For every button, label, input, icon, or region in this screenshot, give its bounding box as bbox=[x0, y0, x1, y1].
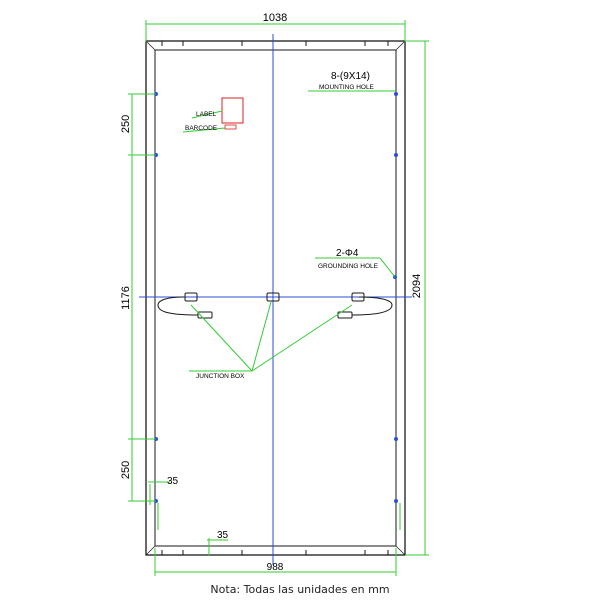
centerlines bbox=[139, 34, 412, 565]
junction-box-text: JUNCTION BOX bbox=[196, 373, 245, 380]
frame-ticks bbox=[161, 41, 389, 555]
mounting-hole-spec: 8-(9X14) bbox=[331, 71, 370, 82]
grounding-hole-label: GROUNDING HOLE bbox=[318, 263, 379, 270]
dim-edge-offset-bottom: 35 bbox=[217, 530, 229, 541]
grounding-hole-spec: 2-Φ4 bbox=[336, 248, 359, 259]
dim-bottom-width: 988 bbox=[267, 562, 284, 573]
label-text: LABEL bbox=[196, 111, 217, 118]
dim-middle-spacing: 1176 bbox=[120, 286, 132, 310]
dim-lower-spacing: 250 bbox=[120, 461, 132, 479]
mounting-holes bbox=[154, 92, 398, 503]
mounting-hole-label: MOUNTING HOLE bbox=[319, 84, 375, 91]
dim-total-height: 2094 bbox=[411, 274, 423, 298]
panel-frame bbox=[145, 40, 406, 556]
label-barcode bbox=[182, 97, 244, 133]
units-note: Nota: Todas las unidades en mm bbox=[210, 583, 390, 596]
junction-cables bbox=[157, 292, 393, 319]
dim-edge-offset-side: 35 bbox=[167, 476, 179, 487]
dimension-lines bbox=[128, 20, 429, 576]
junction-leaders bbox=[189, 90, 396, 372]
dim-top-width: 1038 bbox=[263, 12, 287, 24]
barcode-text: BARCODE bbox=[185, 125, 218, 132]
dim-upper-spacing: 250 bbox=[120, 115, 132, 133]
